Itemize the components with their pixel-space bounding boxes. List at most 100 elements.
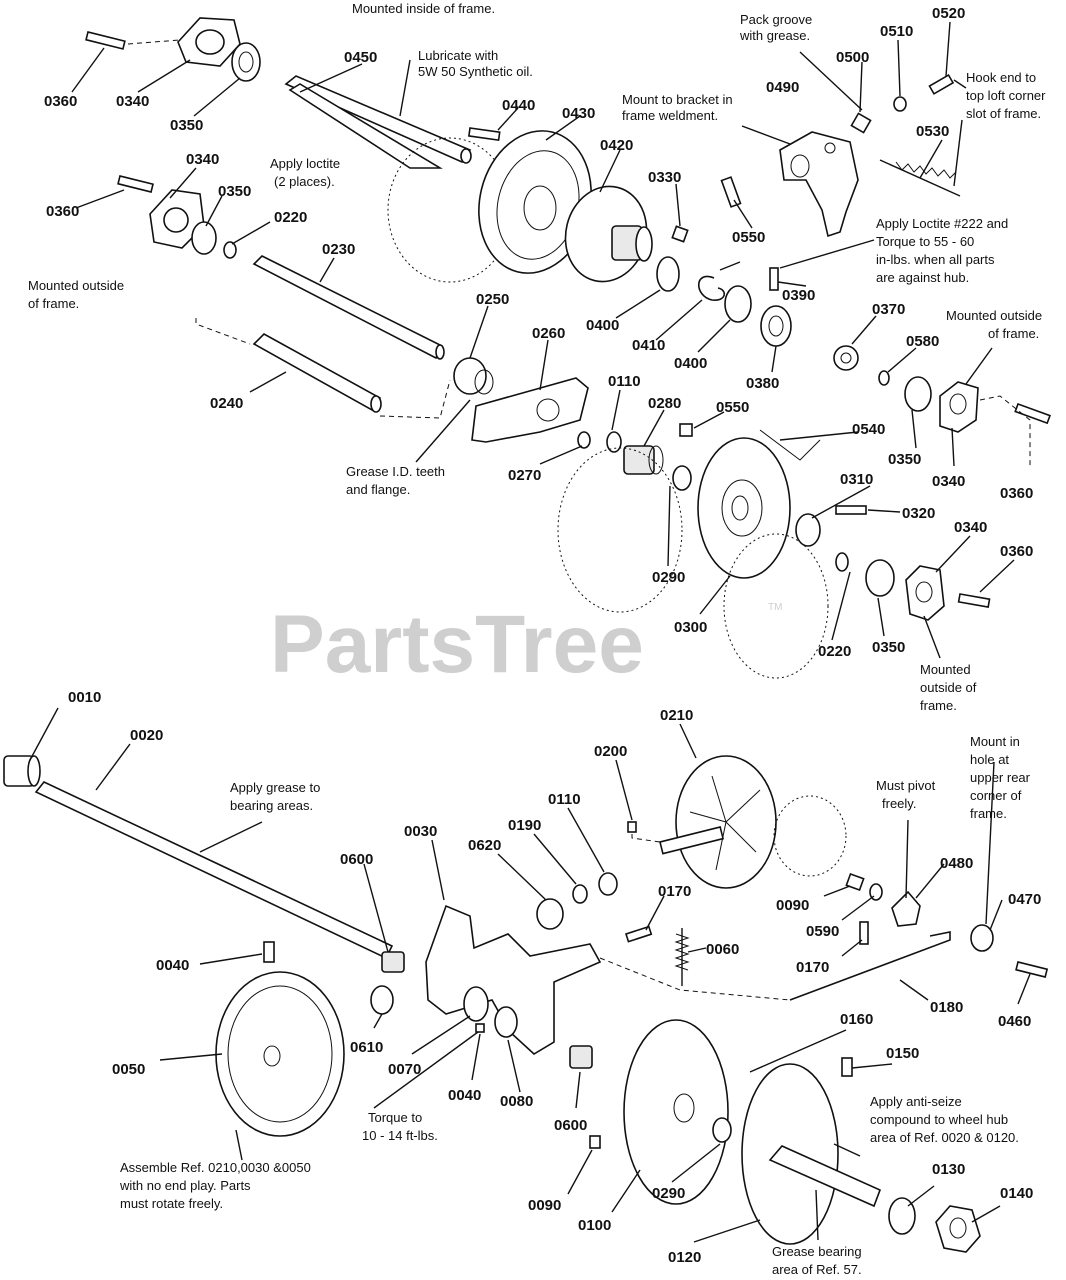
callout-0530: 0530 xyxy=(916,123,949,140)
part-washer-0070 xyxy=(463,986,489,1022)
part-bearing-0350-b xyxy=(191,221,217,255)
part-washer-0510 xyxy=(893,96,907,112)
part-ring-0110-a xyxy=(606,431,622,453)
callout-0450: 0450 xyxy=(344,49,377,66)
callout-0140: 0140 xyxy=(1000,1185,1033,1202)
callout-0550-b: 0550 xyxy=(716,399,749,416)
part-screw-0360-d xyxy=(957,593,991,609)
part-spring-0170-b xyxy=(859,921,869,945)
note-assemble-line1: Assemble Ref. 0210,0030 &0050 xyxy=(120,1160,311,1175)
callout-0280: 0280 xyxy=(648,395,681,412)
part-screw-0320 xyxy=(835,505,867,515)
callout-0620: 0620 xyxy=(468,837,501,854)
part-nut-0090-a xyxy=(845,872,865,892)
callout-0050: 0050 xyxy=(112,1061,145,1078)
callout-0350-a: 0350 xyxy=(170,117,203,134)
callout-0460: 0460 xyxy=(998,1013,1031,1030)
note-hook-end-line2: top loft corner xyxy=(966,88,1046,103)
part-plate-0260 xyxy=(471,377,589,443)
note-mounted-outside-b-line2: of frame. xyxy=(988,326,1039,341)
note-grease-id-line2: and flange. xyxy=(346,482,410,497)
note-pack-groove-line2: with grease. xyxy=(739,28,810,43)
part-nut-0330 xyxy=(671,225,689,243)
callout-0110-b: 0110 xyxy=(548,791,581,808)
callout-0410: 0410 xyxy=(632,337,665,354)
callout-0290-b: 0290 xyxy=(652,1185,685,1202)
callout-0600-b: 0600 xyxy=(554,1117,587,1134)
part-hub-gear-0250 xyxy=(453,357,494,395)
note-lubricate-line2: 5W 50 Synthetic oil. xyxy=(418,64,533,79)
callout-0610: 0610 xyxy=(350,1039,383,1056)
callout-0040-b: 0040 xyxy=(448,1087,481,1104)
callout-0340-d: 0340 xyxy=(954,519,987,536)
callout-0370: 0370 xyxy=(872,301,905,318)
note-torque-line1: Torque to xyxy=(368,1110,422,1125)
part-screw-0360-b xyxy=(117,175,154,193)
part-washer-0270 xyxy=(577,431,591,449)
part-pin-0200 xyxy=(627,821,637,833)
callout-0350-d: 0350 xyxy=(872,639,905,656)
part-sleeve-0240 xyxy=(252,333,382,412)
part-axle-0020 xyxy=(34,781,394,960)
part-screw-0440 xyxy=(467,127,501,142)
note-grease-bearing-line1: Grease bearing xyxy=(772,1244,862,1259)
part-pin-0150 xyxy=(841,1057,853,1077)
note-loctite-222-line2: Torque to 55 - 60 xyxy=(876,234,974,249)
callout-0330: 0330 xyxy=(648,169,681,186)
assembly-notes: Mounted inside of frame. Lubricate with … xyxy=(28,1,1046,1277)
part-screw-0360-a xyxy=(85,31,181,50)
top-assembly-parts xyxy=(85,17,1051,679)
note-mounted-outside-a-line2: of frame. xyxy=(28,296,79,311)
part-bushing-0600-a xyxy=(381,951,405,973)
note-mount-bracket-line1: Mount to bracket in xyxy=(622,92,733,107)
part-screw-0550-a xyxy=(720,176,742,208)
callout-0500: 0500 xyxy=(836,49,869,66)
callout-0070: 0070 xyxy=(388,1061,421,1078)
callout-0430: 0430 xyxy=(562,105,595,122)
note-grease-bearing-line2: area of Ref. 57. xyxy=(772,1262,862,1277)
part-pin-0040-b xyxy=(475,1023,485,1033)
part-pinion-0280 xyxy=(623,445,664,475)
callout-0580: 0580 xyxy=(906,333,939,350)
callout-0090-a: 0090 xyxy=(776,897,809,914)
part-bearing-0350-c xyxy=(904,376,932,412)
part-pin-0040-a xyxy=(263,941,275,963)
note-grease-id-line1: Grease I.D. teeth xyxy=(346,464,445,479)
part-ring-0580 xyxy=(878,370,890,386)
part-hub-0420 xyxy=(564,185,653,283)
note-apply-loctite-line2: (2 places). xyxy=(274,174,335,189)
part-washer-0190 xyxy=(572,884,588,904)
part-flange-0340-d xyxy=(905,565,945,621)
callout-0170-a: 0170 xyxy=(658,883,691,900)
part-bearing-0620 xyxy=(536,898,564,930)
callout-0310: 0310 xyxy=(840,471,873,488)
note-apply-grease-line2: bearing areas. xyxy=(230,798,313,813)
callout-0490: 0490 xyxy=(766,79,799,96)
part-nut-0500 xyxy=(850,112,872,134)
part-gear-0300 xyxy=(723,533,829,679)
note-mount-in-hole-line2: hole at xyxy=(970,752,1009,767)
callout-0180: 0180 xyxy=(930,999,963,1016)
callout-0400-a: 0400 xyxy=(586,317,619,334)
part-flange-0340-c xyxy=(939,381,979,433)
callout-0120: 0120 xyxy=(668,1249,701,1266)
part-bracket-0490 xyxy=(779,131,859,238)
callout-0210: 0210 xyxy=(660,707,693,724)
part-gear-0290-a xyxy=(557,447,683,613)
callout-0520: 0520 xyxy=(932,5,965,22)
part-washer-0290-b xyxy=(712,1117,732,1143)
callout-0420: 0420 xyxy=(600,137,633,154)
part-gear-0540 xyxy=(697,437,791,579)
part-spring-0170-a xyxy=(624,925,653,943)
callout-0130: 0130 xyxy=(932,1161,965,1178)
callout-0510: 0510 xyxy=(880,23,913,40)
callout-0220-a: 0220 xyxy=(274,209,307,226)
part-ring-0220-b xyxy=(835,552,849,572)
note-loctite-222-line1: Apply Loctite #222 and xyxy=(876,216,1008,231)
note-mount-in-hole-line5: frame. xyxy=(970,806,1007,821)
callout-0590: 0590 xyxy=(806,923,839,940)
callout-0100: 0100 xyxy=(578,1217,611,1234)
part-callouts: 0360 0340 0350 0450 0440 0430 0420 0330 … xyxy=(44,5,1041,1266)
callout-0260: 0260 xyxy=(532,325,565,342)
